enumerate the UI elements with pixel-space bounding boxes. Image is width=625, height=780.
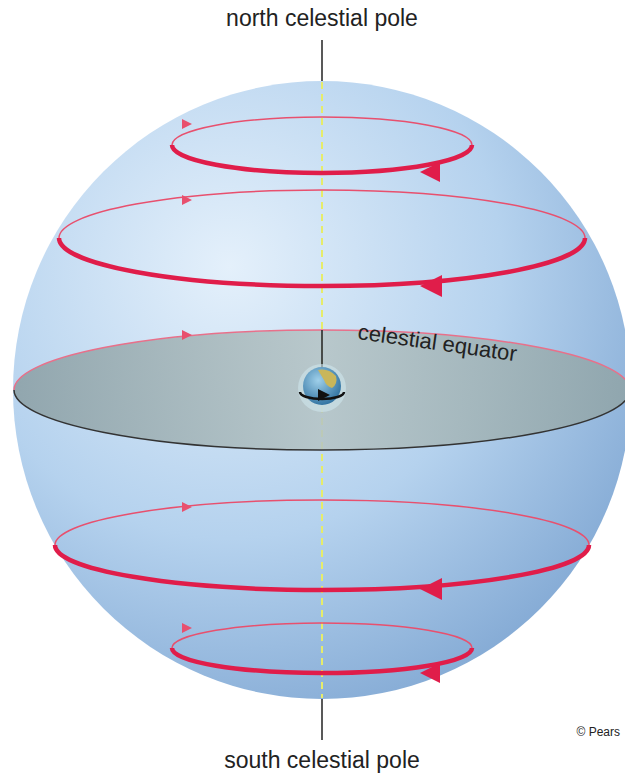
equator-plane [14, 330, 625, 450]
axis-line [321, 330, 323, 368]
arrowhead [182, 119, 192, 633]
axis-line [321, 40, 323, 82]
equator-front [14, 390, 625, 450]
star-path-front [55, 145, 589, 673]
pole-label: north celestial pole [226, 6, 418, 31]
watermark: © Pears [576, 726, 620, 739]
sphere [13, 81, 625, 699]
pole-label: south celestial pole [224, 748, 420, 773]
continent [318, 370, 337, 388]
spin-arrow [318, 389, 330, 401]
earth-glow [298, 364, 346, 412]
arrowhead [420, 162, 442, 683]
axis-line [321, 698, 323, 740]
